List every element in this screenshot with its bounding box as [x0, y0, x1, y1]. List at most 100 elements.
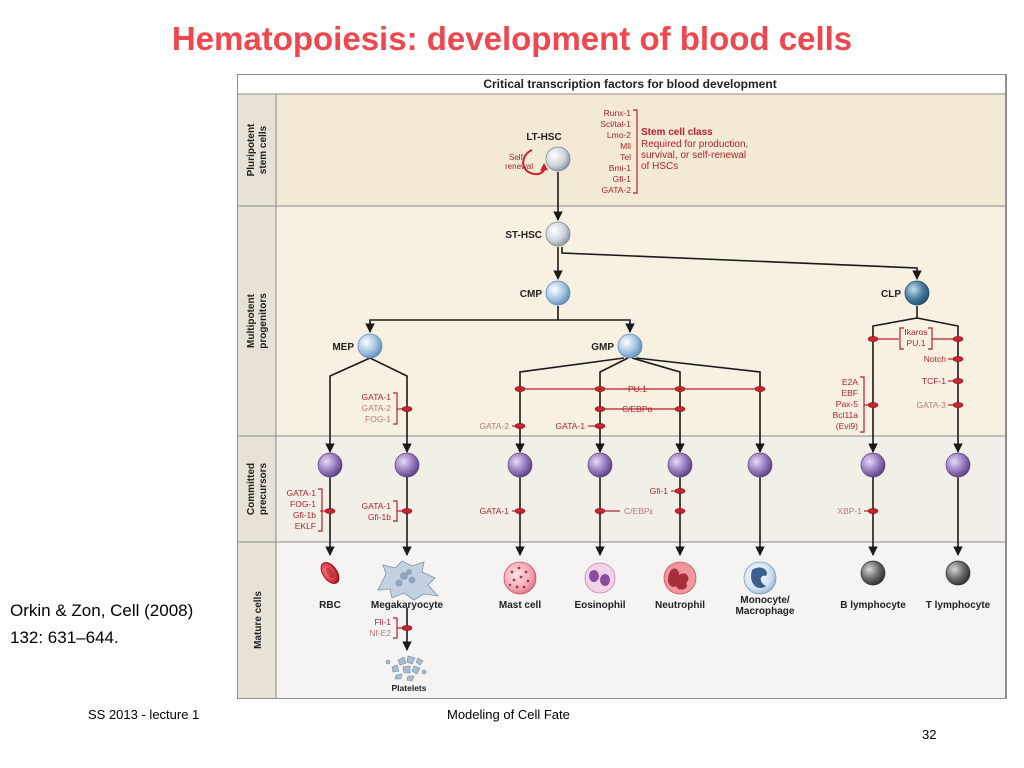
st-hsc-cell: [545, 221, 571, 247]
precursor-erythroid: [317, 452, 343, 478]
precursor-monocyte: [747, 452, 773, 478]
mk-factor-gata1: GATA-1: [362, 501, 392, 511]
b-factor-pax5: Pax-5: [836, 399, 858, 409]
label-monocyte-1: Monocyte/: [740, 595, 790, 606]
stem-cell-class-title: Stem cell class: [641, 127, 713, 138]
rbc-cell: [320, 561, 340, 585]
b-factor-ebf: EBF: [841, 388, 858, 398]
stem-factor-gfi1: Gfi-1: [613, 174, 632, 184]
precursor-megakaryocyte: [394, 452, 420, 478]
gmp-label: GMP: [591, 342, 614, 353]
factor-gfi1-neutrophil: Gfi-1: [650, 486, 669, 496]
mep-factor-gata1: GATA-1: [362, 392, 392, 402]
factor-gata3: GATA-3: [917, 400, 947, 410]
label-mast-cell: Mast cell: [499, 600, 541, 611]
b-factor-bcl11a: Bcl11a: [833, 410, 859, 420]
clp-label: CLP: [881, 289, 901, 300]
mep-factor-fog1: FOG-1: [365, 414, 391, 424]
precursor-b-cell: [860, 452, 886, 478]
mk-factor-gfi1b: Gfi-1b: [368, 512, 391, 522]
self-renewal-arrow: [522, 149, 546, 176]
factor-nfe2: Nf-E2: [369, 628, 391, 638]
mast-cell: [503, 561, 537, 595]
rbc-factor-gata1: GATA-1: [287, 488, 317, 498]
factor-pu1-myeloid: PU.1: [628, 384, 647, 394]
band-label-multipotent-2: progenitors: [258, 293, 269, 349]
stem-factor-scl: Scl/tal-1: [600, 119, 631, 129]
stem-cell-class-line-2: survival, or self-renewal: [641, 150, 746, 161]
clp-cell: [904, 280, 930, 306]
factor-tcf1: TCF-1: [922, 376, 946, 386]
band-pluripotent: [238, 94, 1005, 206]
factor-cebpa: C/EBPα: [622, 404, 653, 414]
cmp-cell: [545, 280, 571, 306]
factor-xbp1: XBP-1: [837, 506, 862, 516]
neutrophil-cell: [663, 561, 697, 595]
label-megakaryocyte: Megakaryocyte: [371, 600, 444, 611]
band-multipotent: [238, 206, 1005, 436]
b-factor-evi9: (Evi9): [836, 421, 858, 431]
label-rbc: RBC: [319, 600, 341, 611]
stem-factor-runx1: Runx-1: [604, 108, 632, 118]
stem-factor-lmo2: Lmo-2: [607, 130, 631, 140]
citation: Orkin & Zon, Cell (2008) 132: 631–644.: [10, 597, 193, 651]
b-lymphocyte-cell: [860, 560, 886, 586]
factor-pu1-lymphoid: PU.1: [907, 338, 926, 348]
stem-factor-tel: Tel: [620, 152, 631, 162]
megakaryocyte-cell: [377, 560, 440, 601]
band-label-mature: Mature cells: [253, 591, 264, 649]
stem-cell-class-line-3: of HSCs: [641, 161, 678, 172]
stem-factor-bmi1: Bmi-1: [609, 163, 631, 173]
band-label-multipotent-1: Multipotent: [246, 293, 257, 348]
label-eosinophil: Eosinophil: [574, 600, 625, 611]
rbc-factor-eklf: EKLF: [295, 521, 316, 531]
band-label-committed-2: precursors: [258, 462, 269, 515]
factor-fli1: Fli-1: [374, 617, 391, 627]
factor-gata1-mast: GATA-1: [480, 506, 510, 516]
precursor-neutrophil: [667, 452, 693, 478]
eosinophil-cell: [584, 562, 616, 594]
band-label-column: [238, 94, 276, 698]
cmp-label: CMP: [520, 289, 543, 300]
self-renewal-label-1: Self-: [509, 153, 526, 162]
factor-notch: Notch: [924, 354, 946, 364]
factor-cebpe: C/EBPε: [624, 506, 654, 516]
band-committed: [238, 436, 1005, 542]
label-monocyte-2: Macrophage: [736, 606, 795, 617]
lt-hsc-label: LT-HSC: [526, 132, 561, 143]
precursor-eosinophil: [587, 452, 613, 478]
footer-center: Modeling of Cell Fate: [447, 707, 570, 722]
stem-factor-gata2: GATA-2: [602, 185, 632, 195]
t-lymphocyte-cell: [945, 560, 971, 586]
platelets-cluster: [385, 655, 427, 682]
band-label-pluripotent-2: stem cells: [258, 125, 269, 174]
stem-cell-class-line-1: Required for production,: [641, 139, 748, 150]
stem-factor-mll: Mll: [620, 141, 631, 151]
mep-label: MEP: [332, 342, 354, 353]
factor-ikaros: Ikaros: [904, 327, 927, 337]
band-label-pluripotent-1: Pluripotent: [246, 123, 257, 176]
hematopoiesis-diagram: Critical transcription factors for blood…: [237, 74, 1007, 699]
label-t-lymphocyte: T lymphocyte: [926, 600, 991, 611]
rbc-factor-gfi1b: Gfi-1b: [293, 510, 316, 520]
slide-number: 32: [922, 727, 937, 742]
precursor-t-cell: [945, 452, 971, 478]
citation-line-2: 132: 631–644.: [10, 628, 119, 647]
mep-cell: [357, 333, 383, 359]
slide-title: Hematopoiesis: development of blood cell…: [171, 20, 853, 57]
band-label-committed-1: Committed: [246, 463, 257, 515]
factor-gata1-gmp: GATA-1: [556, 421, 586, 431]
self-renewal-label-2: renewal: [505, 162, 533, 171]
citation-line-1: Orkin & Zon, Cell (2008): [10, 601, 194, 620]
footer-left: SS 2013 - lecture 1: [88, 707, 200, 722]
b-factor-e2a: E2A: [842, 377, 858, 387]
factor-gata2-gmp: GATA-2: [480, 421, 510, 431]
st-hsc-label: ST-HSC: [505, 230, 542, 241]
rbc-factor-fog1: FOG-1: [290, 499, 316, 509]
lt-hsc-cell: [545, 146, 571, 172]
band-mature: [238, 542, 1005, 698]
label-b-lymphocyte: B lymphocyte: [840, 600, 906, 611]
mep-factor-gata2: GATA-2: [362, 403, 392, 413]
label-platelets: Platelets: [392, 683, 427, 693]
gmp-cell: [617, 333, 643, 359]
